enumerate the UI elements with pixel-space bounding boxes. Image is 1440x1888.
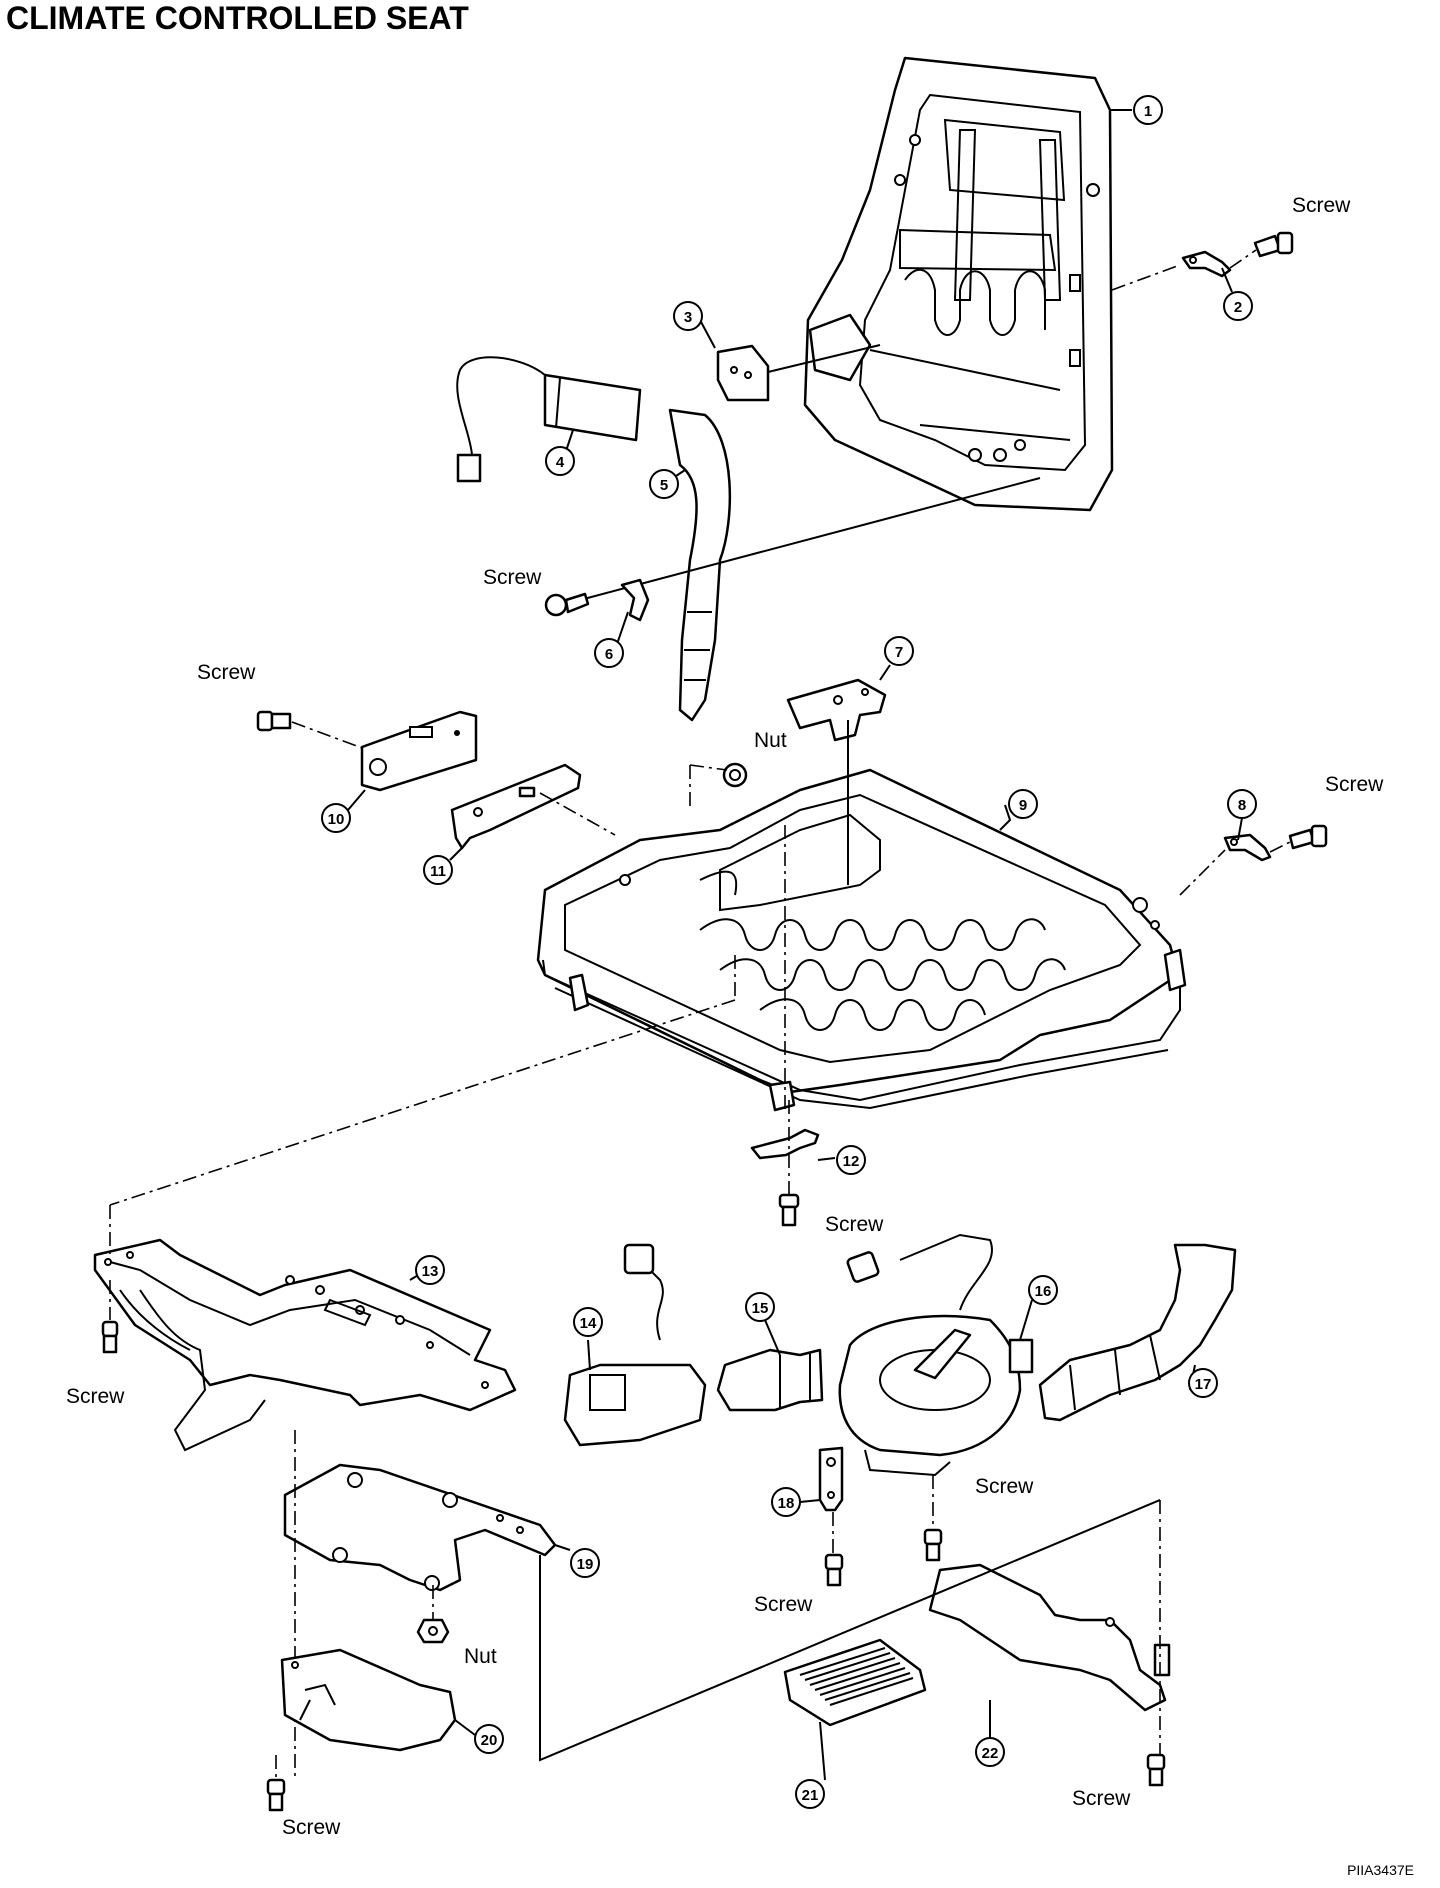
svg-text:21: 21 [802,1787,819,1804]
svg-text:20: 20 [481,1732,498,1749]
svg-text:19: 19 [577,1556,594,1573]
label-screw: Screw [483,566,542,589]
nut-lower [416,1618,450,1644]
callout-5: 5 [649,469,679,499]
callout-15: 15 [745,1292,775,1322]
label-nut: Nut [464,1645,497,1668]
page-title: CLIMATE CONTROLLED SEAT [6,0,469,36]
panel-3 [716,344,770,402]
duct-cover-22 [928,1563,1171,1712]
callout-11: 11 [423,855,453,885]
svg-text:22: 22 [982,1745,999,1762]
label-screw: Screw [754,1593,813,1616]
duct-17 [1038,1243,1237,1422]
svg-text:9: 9 [1019,797,1027,814]
svg-text:1: 1 [1144,103,1152,120]
screw-upper-left [256,710,292,732]
motor-14 [563,1243,707,1447]
screw-top-right [1253,231,1294,258]
module-4 [456,356,642,483]
bracket-8 [1223,833,1272,862]
callout-19: 19 [570,1548,600,1578]
svg-text:8: 8 [1238,797,1246,814]
label-screw: Screw [825,1213,884,1236]
svg-text:2: 2 [1234,299,1242,316]
svg-text:5: 5 [660,477,668,494]
blower-16 [838,1233,1034,1477]
svg-text:12: 12 [843,1153,860,1170]
callout-1: 1 [1133,95,1163,125]
nut-upper [722,762,748,788]
plate-19 [283,1463,557,1592]
callout-4: 4 [545,446,575,476]
callout-10: 10 [321,803,351,833]
svg-text:7: 7 [895,644,903,661]
duct-5 [668,408,732,722]
svg-text:17: 17 [1195,1376,1212,1393]
label-nut: Nut [754,729,787,752]
callout-18: 18 [771,1487,801,1517]
callout-21: 21 [795,1779,825,1809]
screw-bottom-left [266,1778,286,1812]
svg-text:10: 10 [328,811,345,828]
svg-text:3: 3 [684,309,692,326]
figure-id: PIIA3437E [1347,1862,1414,1878]
callout-8: 8 [1227,789,1257,819]
clip-12 [750,1128,820,1160]
bracket-7 [786,678,887,742]
svg-text:6: 6 [605,646,613,663]
cover-10 [360,710,478,792]
label-screw: Screw [197,661,256,684]
callout-17: 17 [1188,1368,1218,1398]
svg-text:16: 16 [1035,1283,1052,1300]
svg-text:13: 13 [422,1263,439,1280]
label-screw: Screw [975,1475,1034,1498]
callout-12: 12 [836,1145,866,1175]
screw-right-mid [1288,824,1328,850]
callout-20: 20 [474,1724,504,1754]
screw-blower [923,1528,943,1562]
svg-text:14: 14 [580,1315,597,1332]
svg-text:11: 11 [430,863,446,880]
callout-13: 13 [415,1255,445,1285]
bracket-11 [450,763,582,850]
label-screw: Screw [1325,773,1384,796]
bracket-2 [1181,250,1232,278]
callout-3: 3 [673,301,703,331]
callout-14: 14 [573,1307,603,1337]
screw-mid-left [544,592,590,617]
seatback-frame [803,56,1114,512]
base-plate-13 [93,1238,517,1452]
cover-20 [280,1648,457,1752]
callout-16: 16 [1028,1275,1058,1305]
callout-9: 9 [1008,789,1038,819]
screw-bracket-18 [824,1553,844,1587]
svg-text:15: 15 [752,1300,769,1317]
callout-7: 7 [884,636,914,666]
label-screw: Screw [1072,1787,1131,1810]
callout-2: 2 [1223,291,1253,321]
screw-left [101,1320,119,1354]
adapter-15 [716,1348,824,1412]
label-screw: Screw [282,1816,341,1839]
svg-text:18: 18 [778,1495,795,1512]
filter-21 [783,1638,927,1727]
callout-6: 6 [594,638,624,668]
label-screw: Screw [66,1385,125,1408]
label-screw: Screw [1292,194,1351,217]
callout-22: 22 [975,1737,1005,1767]
bracket-6 [620,578,650,622]
screw-bottom-right [1146,1753,1166,1787]
screw-center [778,1193,800,1227]
svg-text:4: 4 [556,454,565,471]
